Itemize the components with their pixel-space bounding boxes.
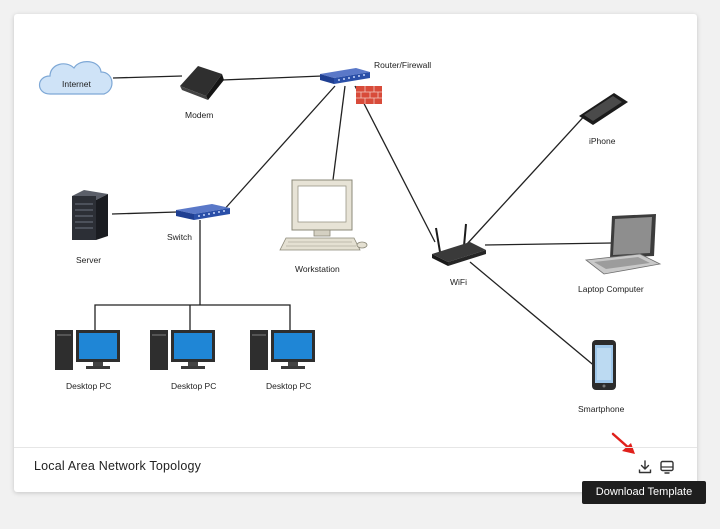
line-router-wifi <box>354 85 436 243</box>
smartphone-icon <box>592 340 616 390</box>
router-icon <box>320 68 370 84</box>
iphone-label: iPhone <box>589 136 616 146</box>
modem-icon <box>180 66 224 100</box>
desktop-pc-3-label: Desktop PC <box>266 381 311 391</box>
server-icon <box>72 190 108 240</box>
smartphone-label: Smartphone <box>578 404 625 414</box>
workstation-icon <box>279 179 368 251</box>
internet-label: Internet <box>62 79 91 89</box>
card-footer-divider <box>14 447 697 448</box>
red-arrow-icon <box>611 432 635 454</box>
wifi-router-icon <box>432 223 486 266</box>
firewall-icon <box>356 86 382 104</box>
desktop-pc-2-label: Desktop PC <box>171 381 216 391</box>
diagram-card <box>14 14 697 492</box>
line-wifi-smartphone <box>469 261 598 369</box>
modem-label: Modem <box>185 110 213 120</box>
server-label: Server <box>76 255 101 265</box>
line-router-switch <box>221 85 336 213</box>
line-wifi-laptop <box>484 242 613 246</box>
line-internet-modem <box>112 75 183 79</box>
router-label: Router/Firewall <box>374 60 431 70</box>
desktop-pc-1-icon <box>55 330 120 370</box>
iphone-icon <box>579 93 628 125</box>
card-title: Local Area Network Topology <box>34 459 202 473</box>
line-router-workstation <box>332 85 346 181</box>
line-wifi-iphone <box>466 111 589 245</box>
workstation-label: Workstation <box>295 264 340 274</box>
switch-label: Switch <box>167 232 192 242</box>
desktop-pc-3-icon <box>250 330 315 370</box>
line-desktop-bus <box>94 304 291 330</box>
laptop-icon <box>584 214 662 275</box>
laptop-label: Laptop Computer <box>578 284 644 294</box>
download-template-tooltip: Download Template <box>582 481 706 504</box>
wifi-label: WiFi <box>450 277 467 287</box>
template-icon[interactable] <box>659 459 675 475</box>
internet-cloud-icon <box>38 61 113 95</box>
line-server-switch <box>111 211 178 215</box>
switch-icon <box>176 204 230 220</box>
line-modem-router <box>221 75 323 81</box>
connections <box>94 75 613 369</box>
desktop-pc-1-label: Desktop PC <box>66 381 111 391</box>
desktop-pc-2-icon <box>150 330 215 370</box>
download-icon[interactable] <box>637 459 653 475</box>
